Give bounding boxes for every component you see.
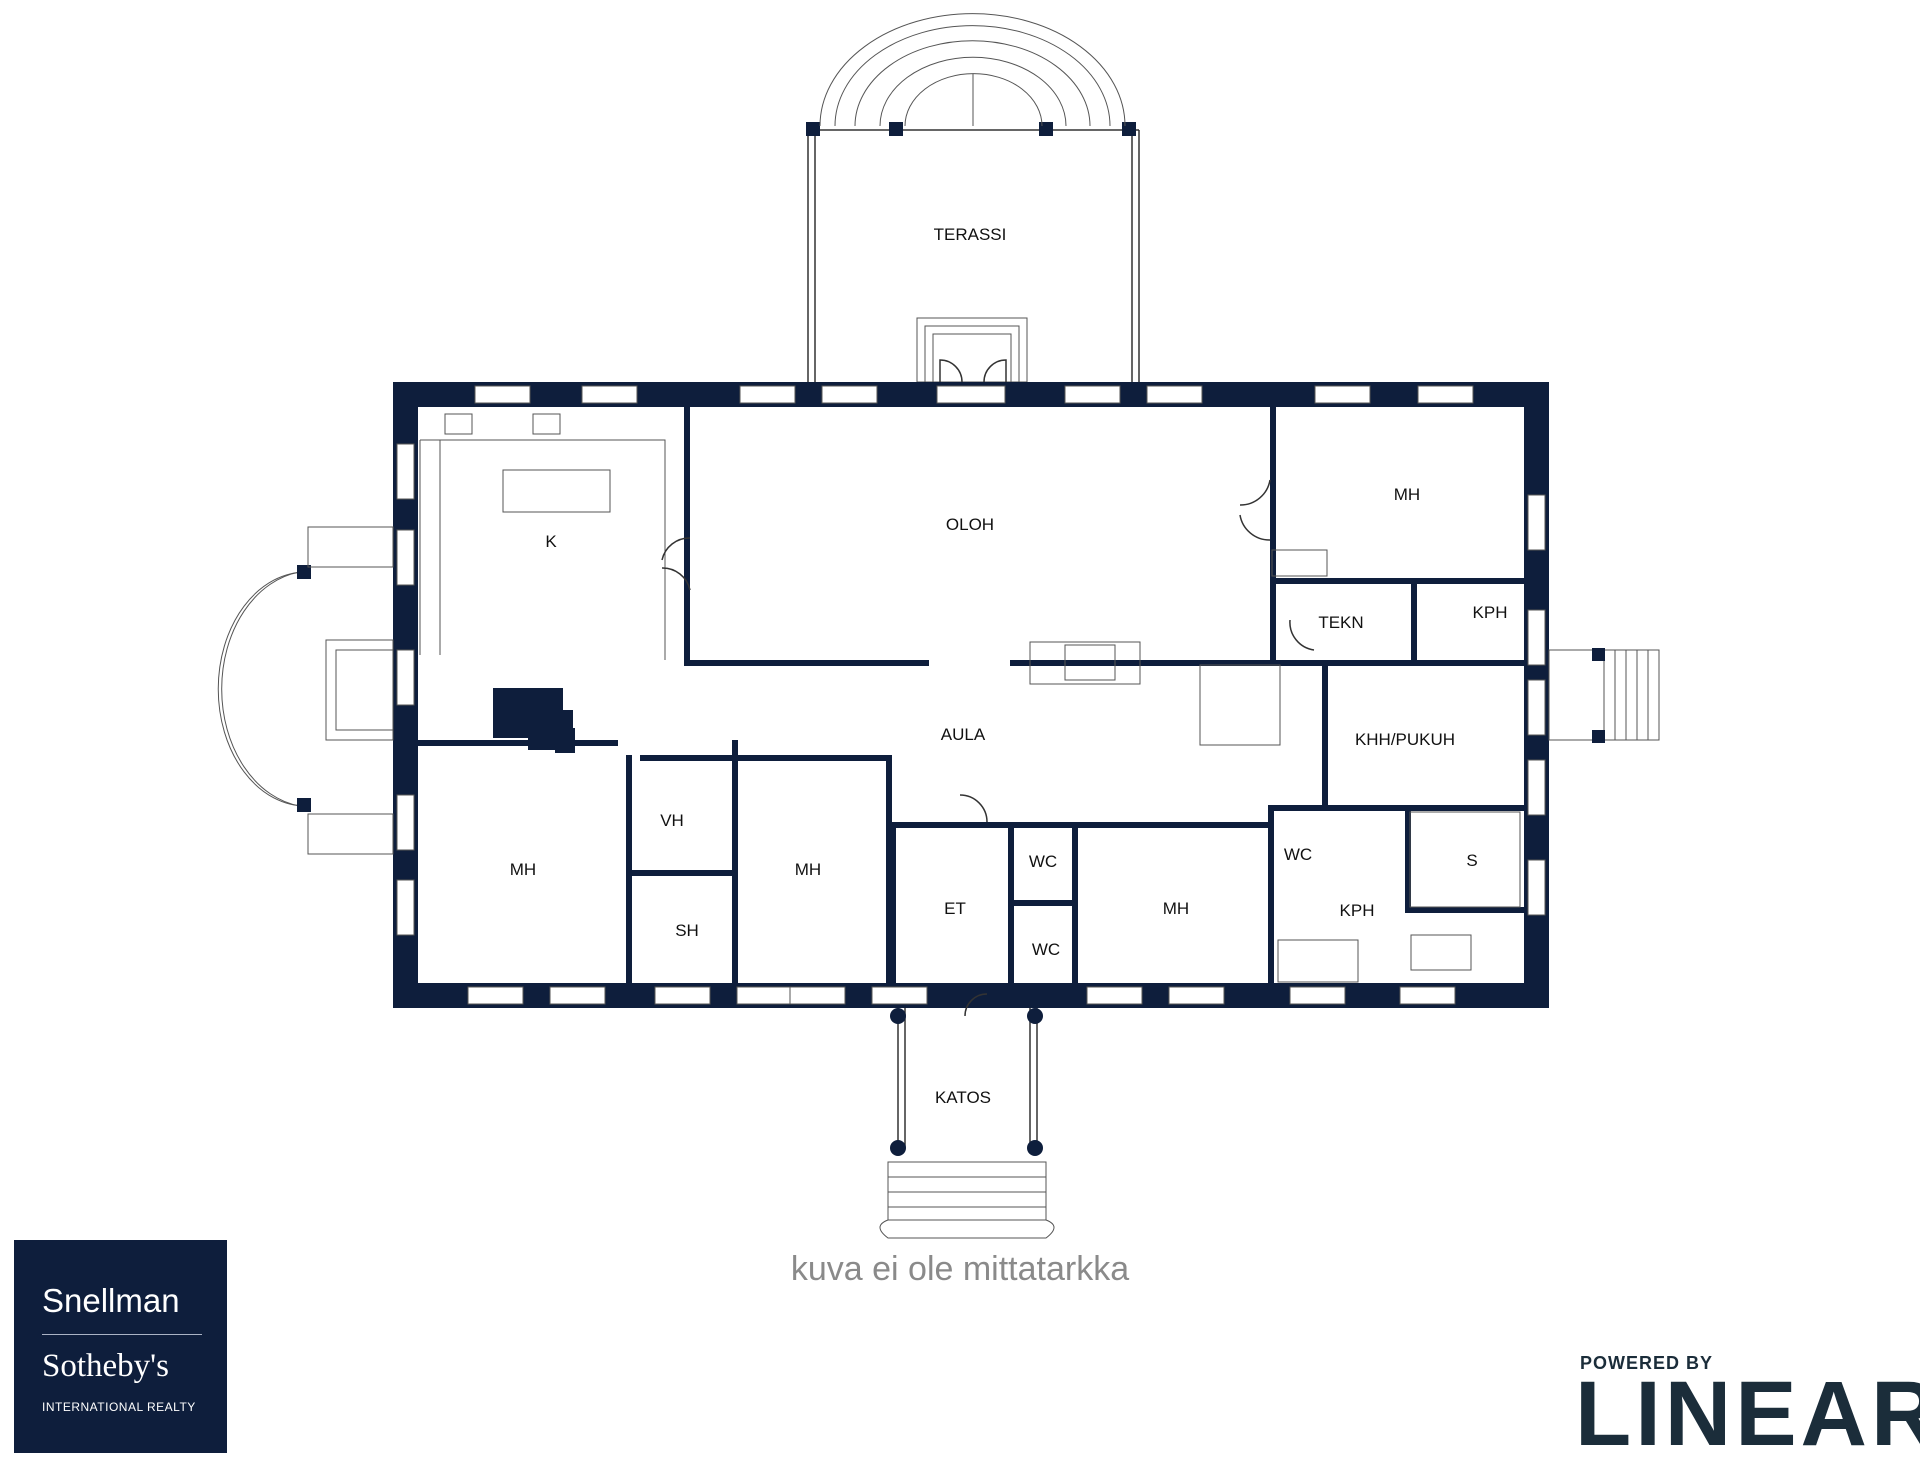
powered-by-label: POWERED BY <box>1580 1353 1714 1373</box>
room-label-katos: KATOS <box>935 1088 991 1107</box>
terrace-outline <box>806 13 1140 383</box>
room-label-wc2: WC <box>1032 940 1060 959</box>
room-label-tekn: TEKN <box>1318 613 1363 632</box>
katos-porch <box>879 1008 1055 1239</box>
linear-logo: LINEAR <box>1575 1363 1920 1465</box>
logo-divider <box>42 1334 202 1335</box>
room-label-sh: SH <box>675 921 699 940</box>
room-label-terassi: TERASSI <box>934 225 1007 244</box>
snellman-sothebys-logo: Snellman Sotheby's INTERNATIONAL REALTY <box>14 1240 227 1453</box>
room-label-aula: AULA <box>941 725 986 744</box>
room-labels: TERASSI K OLOH MH TEKN KPH AULA KHH/PUKU… <box>510 225 1508 1107</box>
room-label-mh-ne: MH <box>1394 485 1420 504</box>
east-porch <box>1548 648 1660 743</box>
exterior-walls <box>393 382 1549 1008</box>
room-label-wc3: WC <box>1284 845 1312 864</box>
room-label-kph-ne: KPH <box>1473 603 1508 622</box>
west-porch <box>217 526 394 855</box>
windows <box>396 385 1546 1005</box>
room-label-khh-pukuh: KHH/PUKUH <box>1355 730 1455 749</box>
logo-line-intl-realty: INTERNATIONAL REALTY <box>42 1400 196 1414</box>
room-label-kph-se: KPH <box>1340 901 1375 920</box>
room-label-k: K <box>545 532 557 551</box>
room-label-wc1: WC <box>1029 852 1057 871</box>
interior-walls <box>418 407 1524 983</box>
doors <box>661 359 1315 1017</box>
room-label-mh-sw: MH <box>510 860 536 879</box>
logo-line-snellman: Snellman <box>42 1282 180 1319</box>
room-label-oloh: OLOH <box>946 515 994 534</box>
disclaimer-caption: kuva ei ole mittatarkka <box>790 1250 1130 1288</box>
fixtures <box>419 413 1521 983</box>
room-label-vh: VH <box>660 811 684 830</box>
room-label-mh-s1: MH <box>795 860 821 879</box>
room-label-s: S <box>1466 851 1477 870</box>
logo-line-sothebys: Sotheby's <box>42 1348 169 1384</box>
room-label-mh-s2: MH <box>1163 899 1189 918</box>
room-label-et: ET <box>944 899 966 918</box>
